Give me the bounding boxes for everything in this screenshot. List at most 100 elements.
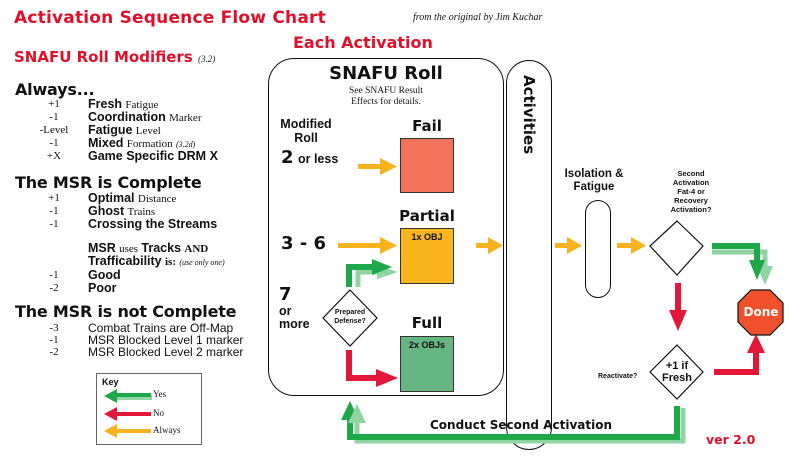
modifier-label: Mixed xyxy=(88,136,124,150)
isolation-line: Fatigue xyxy=(573,181,615,193)
modifier-value: +1 xyxy=(48,192,60,204)
tracks-text: uses xyxy=(119,243,139,255)
modifier-value: -1 xyxy=(49,111,59,123)
legend-yes-label: Yes xyxy=(153,389,167,399)
no-arrow-icon xyxy=(714,334,765,375)
modifier-label: Game Specific DRM X xyxy=(88,149,218,163)
modifier-value: +1 xyxy=(48,98,60,110)
modifier-label: Good xyxy=(88,268,121,282)
modifier-detail: Marker xyxy=(169,112,202,124)
legend-always-label: Always xyxy=(153,425,181,435)
outcome-fail-box xyxy=(400,138,454,193)
activities-label-svg: Activities xyxy=(520,75,538,154)
roll-number: 7 xyxy=(279,284,292,305)
second-activation-diamond xyxy=(649,220,704,276)
modifiers-title: SNAFU Roll Modifiers (3.2) xyxy=(14,48,215,66)
modifier-value: -3 xyxy=(49,322,59,334)
modifier-detail: Distance xyxy=(137,193,177,205)
fresh-bonus-label: +1 if Fresh xyxy=(650,360,704,384)
outcome-full-label: Full xyxy=(411,314,443,332)
tracks-text: MSR xyxy=(88,241,116,255)
outcome-partial-box: 1x OBJ xyxy=(400,228,454,284)
always-arrow-icon xyxy=(338,237,397,254)
activities-step: Activities xyxy=(506,60,552,450)
tracks-text: Tracks xyxy=(141,241,182,255)
snafu-sub-line: See SNAFU Result xyxy=(349,86,423,96)
red-arrow-left-icon xyxy=(104,407,151,421)
always-arrow-icon xyxy=(358,158,397,175)
snafu-roll-panel: SNAFU Roll See SNAFU Result Effects for … xyxy=(268,58,504,396)
question-line: Second xyxy=(677,169,705,178)
isolation-fatigue-step xyxy=(585,200,611,298)
done-label: Done xyxy=(743,305,779,319)
modifier-label: Fresh xyxy=(88,97,123,111)
roll-range-text: or xyxy=(279,304,292,318)
modified-roll-label: Modified Roll xyxy=(275,117,337,145)
modifier-detail: Formation xyxy=(126,138,173,150)
modifier-detail: Level xyxy=(135,125,161,137)
modifier-value: -1 xyxy=(49,218,59,230)
modifier-label: Ghost xyxy=(88,204,125,218)
isolation-line: Isolation & xyxy=(564,168,624,180)
outcome-box-text: 1x OBJ xyxy=(411,232,443,242)
modifier-label: Poor xyxy=(88,281,117,295)
isolation-fatigue-label: Isolation & Fatigue xyxy=(560,168,628,194)
modifier-value: -Level xyxy=(39,124,69,136)
legend-key: Key Yes No Always xyxy=(96,373,202,445)
outcome-box-text: 2x OBJs xyxy=(408,340,446,350)
modifier-label: Combat Trains are Off-Map xyxy=(88,321,234,335)
prepared-defense-diamond xyxy=(322,289,378,347)
question-line: Activation? xyxy=(670,205,712,214)
msr-not-complete-heading: The MSR is not Complete xyxy=(15,302,237,321)
reactivate-label: Reactivate? xyxy=(598,373,638,380)
question-line: Fat-4 or xyxy=(677,187,705,196)
always-arrow-icon xyxy=(476,237,503,254)
modifier-detail: Fatigue xyxy=(125,99,159,111)
tracks-text: AND xyxy=(184,243,209,255)
activities-label: Activities xyxy=(520,75,538,154)
roll-number: 2 xyxy=(281,147,294,168)
modifiers-rule-ref: (3.2) xyxy=(197,54,216,64)
msr-complete-heading: The MSR is Complete xyxy=(15,173,202,192)
roll-range-high: 7 or more xyxy=(279,285,310,331)
modified-roll-line: Modified xyxy=(280,117,332,131)
modifier-label: MSR Blocked Level 1 marker xyxy=(88,333,244,347)
snafu-roll-subtitle: See SNAFU Result Effects for details. xyxy=(269,86,503,108)
modifier-label: MSR Blocked Level 2 marker xyxy=(88,345,244,359)
modifier-label: Fatigue xyxy=(88,123,133,137)
snafu-sub-line: Effects for details. xyxy=(351,97,421,107)
modifier-value: -1 xyxy=(49,269,59,281)
legend-no-label: No xyxy=(153,408,164,418)
done-stop-icon xyxy=(737,289,784,336)
question-line: Recovery xyxy=(674,196,708,205)
second-activation-question: Second Activation Fat-4 or Recovery Acti… xyxy=(655,169,727,214)
each-activation-heading: Each Activation xyxy=(293,33,433,52)
conduct-second-activation-label: Conduct Second Activation xyxy=(430,418,613,432)
modifier-value: -2 xyxy=(49,346,59,358)
roll-range-text: more xyxy=(279,317,310,331)
modifier-detail: Trains xyxy=(127,206,156,218)
modifier-label: Optimal xyxy=(88,191,135,205)
prepared-defense-question: Prepared Defense? xyxy=(323,309,377,326)
fresh-line: +1 if xyxy=(665,360,689,372)
question-line: Prepared xyxy=(334,309,366,316)
outcome-fail-label: Fail xyxy=(412,117,442,135)
always-arrow-icon xyxy=(617,237,646,254)
chart-title: Activation Sequence Flow Chart xyxy=(14,8,326,28)
modified-roll-line: Roll xyxy=(294,131,318,145)
always-heading: Always... xyxy=(15,80,95,99)
legend-arrows xyxy=(104,389,152,438)
trafficability-text: Trafficability xyxy=(88,254,162,268)
snafu-roll-title: SNAFU Roll xyxy=(329,63,443,84)
modifier-value: -2 xyxy=(49,282,59,294)
always-arrow-icon xyxy=(555,237,582,254)
fresh-line: Fresh xyxy=(662,372,692,384)
outcome-partial-label: Partial xyxy=(399,207,455,225)
green-arrow-left-icon xyxy=(104,389,152,403)
yes-arrow-icon xyxy=(346,259,398,287)
modifier-label: Coordination xyxy=(88,110,166,124)
modifiers-title-text: SNAFU Roll Modifiers xyxy=(14,48,193,66)
